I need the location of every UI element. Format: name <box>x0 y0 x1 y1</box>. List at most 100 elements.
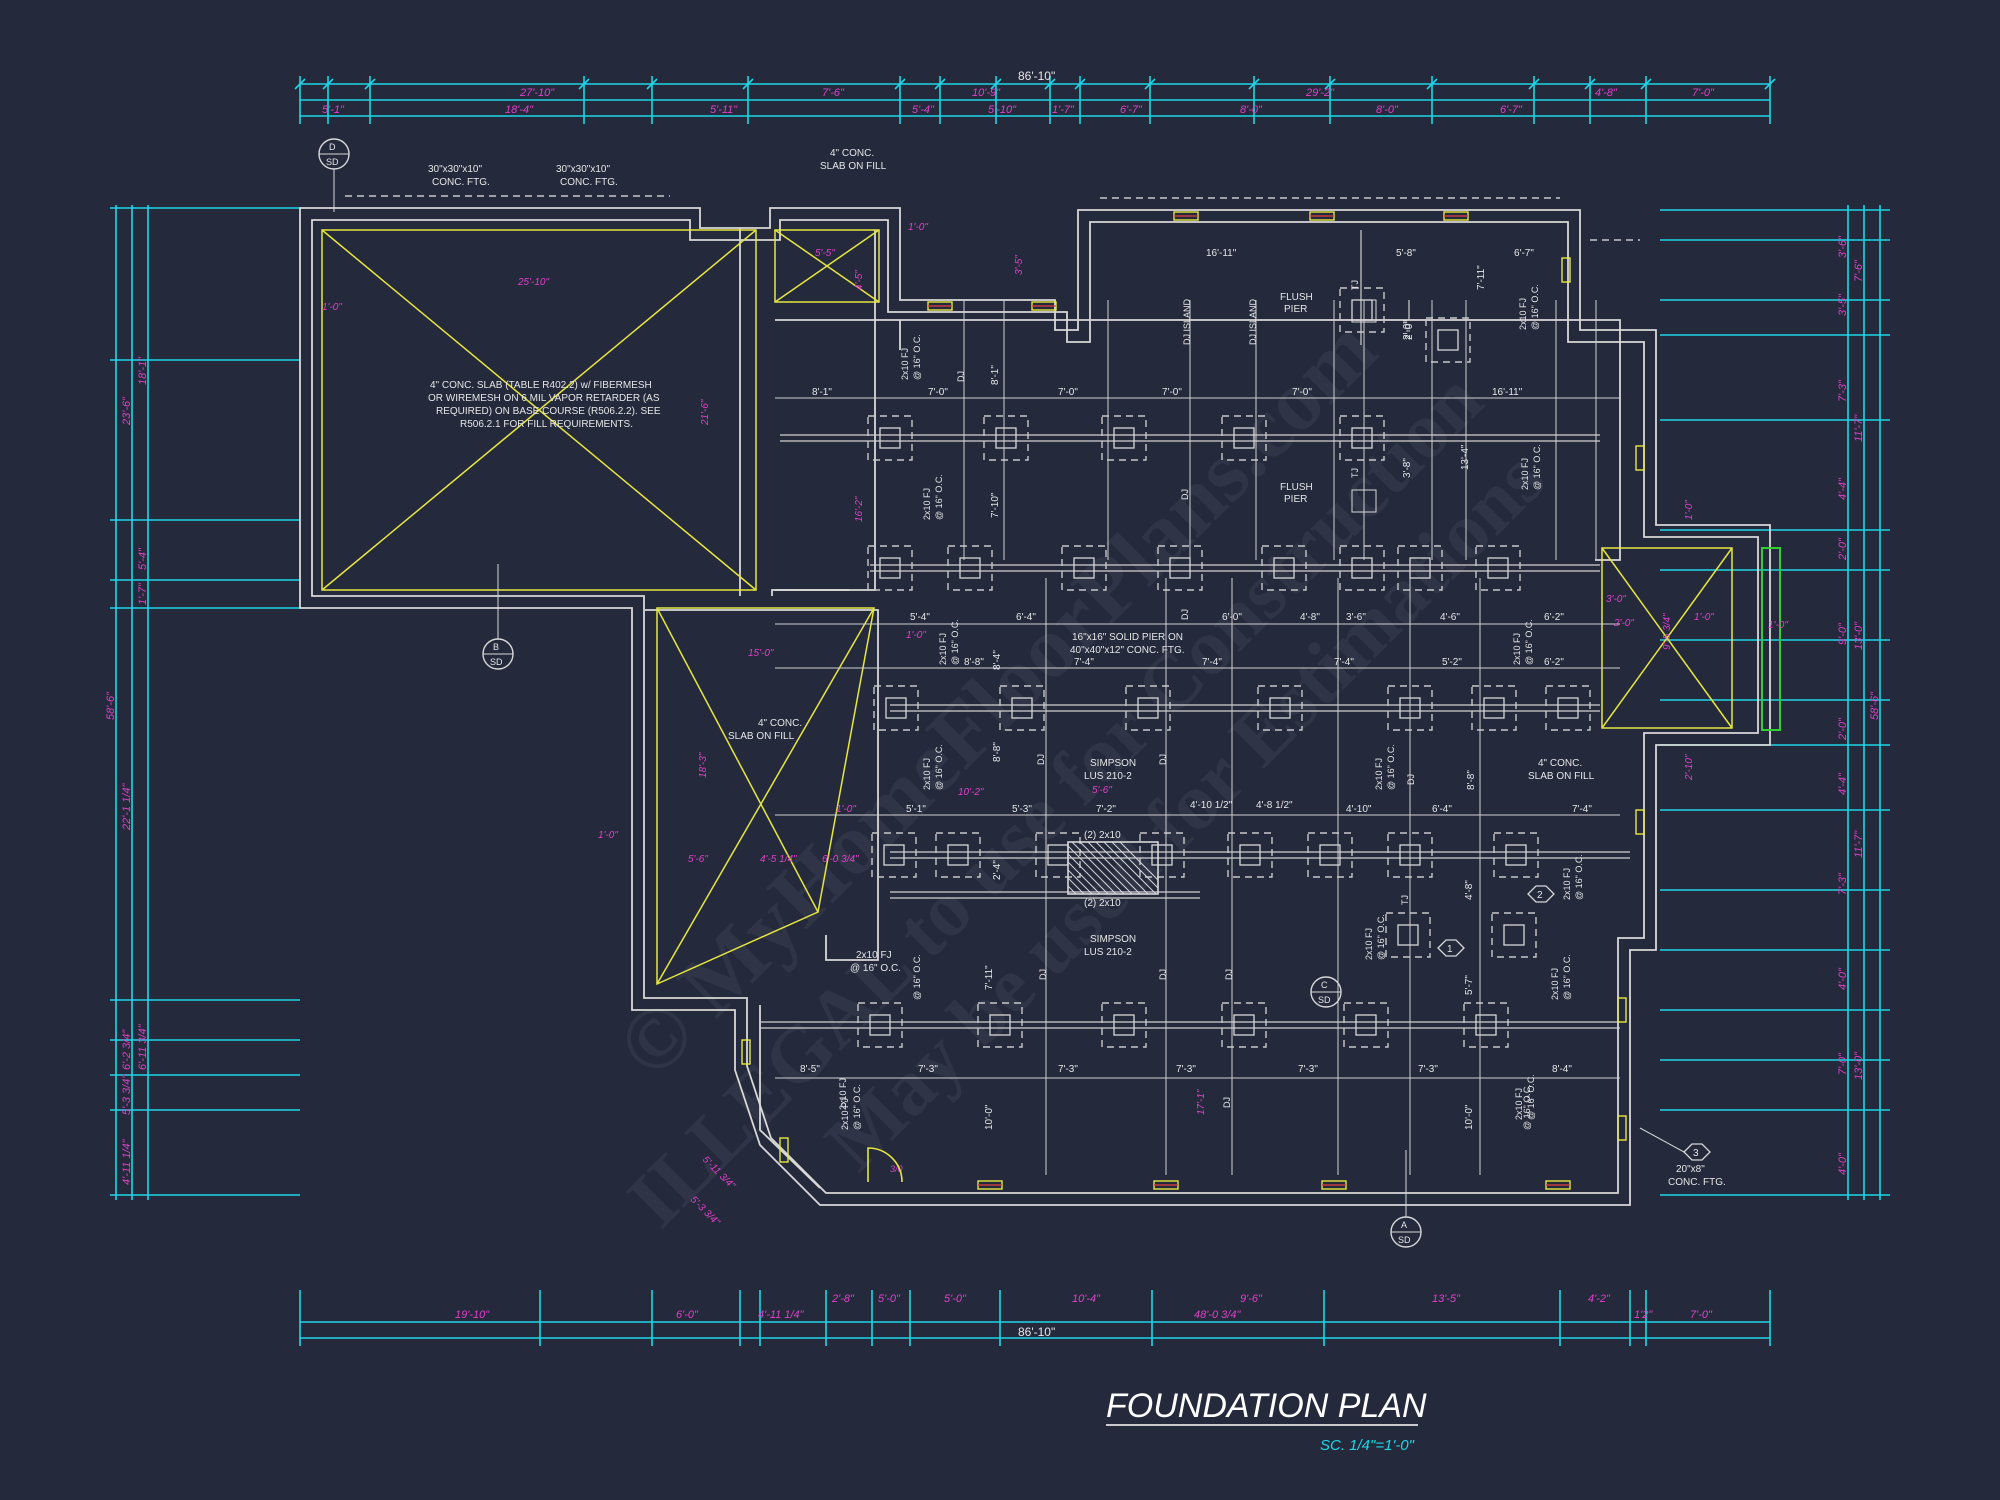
dim-right-overall: 58'-6" <box>1869 691 1881 720</box>
dim-bot-11: 9'-6" <box>1240 1293 1263 1305</box>
dim-top-15: 8'-0" <box>1376 104 1399 116</box>
pier-footing <box>1425 317 1471 363</box>
dim-left-3: 5'-4" <box>137 547 149 570</box>
dim-left-1: 23'-6" <box>121 396 133 426</box>
callout-2: 2 <box>1527 885 1555 903</box>
pier <box>1557 697 1579 719</box>
pier-footing <box>1339 287 1385 333</box>
dim-right-2: 7'-6" <box>1853 259 1865 282</box>
note-slab-mid-a: 4" CONC. <box>758 718 802 729</box>
tj-1: TJ <box>1350 280 1360 290</box>
dim-right-4: 7'-3" <box>1837 379 1849 402</box>
left-dimension-lines <box>110 205 300 1200</box>
pier <box>885 697 907 719</box>
dim-right-14: 4'-0" <box>1837 967 1849 990</box>
dim-left-4: 1'-7" <box>137 582 149 605</box>
pier <box>869 1014 891 1036</box>
note-door: 3/0 <box>890 1164 903 1174</box>
pier-footing <box>1101 1002 1147 1048</box>
note-ftg1-b: CONC. FTG. <box>432 177 490 188</box>
idim-m19: 2'-4" <box>992 860 1003 880</box>
dim-top-1: 27'-10" <box>519 87 555 99</box>
dim-tick-slash <box>578 78 590 90</box>
idim-a1: 8'-1" <box>812 387 832 398</box>
note-slab-top-a: 4" CONC. <box>830 148 874 159</box>
idim-m29: 1'-0" <box>906 630 926 641</box>
callout-c-bot: SD <box>1318 995 1331 1005</box>
callout-d-sd: D SD <box>318 138 350 212</box>
joist-lines <box>775 300 1620 1175</box>
idim-m1: 25'-10" <box>517 277 549 288</box>
fj-label-2a: 2x10 FJ <box>922 488 932 520</box>
hatch-line <box>1067 885 1077 895</box>
pier <box>1273 557 1295 579</box>
fj-label-13b: @ 16" O.C. <box>1526 1074 1536 1120</box>
idim-a3: 7'-0" <box>1058 387 1078 398</box>
pier-footing <box>1035 832 1081 878</box>
pier <box>1483 697 1505 719</box>
joist-labels: 2x10 FJ @ 16" O.C. 2x10 FJ @ 16" O.C. 2x… <box>838 280 1584 1130</box>
pier <box>1351 299 1373 321</box>
callout-a-bot: SD <box>1398 1235 1411 1245</box>
dim-tick-slash <box>1528 78 1540 90</box>
fj-label-7a: 2x10 FJ <box>1520 458 1530 490</box>
note-pier-a: 16"x16" SOLID PIER ON <box>1072 632 1183 643</box>
dim-tick-slash <box>742 78 754 90</box>
note-simpson1-b: LUS 210-2 <box>1084 771 1132 782</box>
dj-3: DJ <box>1180 609 1190 620</box>
dim-left-6: 6'-2 3/4" <box>121 1029 133 1070</box>
fj-label-1a: 2x10 FJ <box>900 348 910 380</box>
idim-e2: 7'-3" <box>918 1064 938 1075</box>
fj-label-7b: @ 16" O.C. <box>1532 444 1542 490</box>
dim-bot-6: 7'-0" <box>1690 1309 1713 1321</box>
dim-left-9: 4'-11 1/4" <box>121 1138 133 1185</box>
fj-label-15b: @ 16" O.C. <box>1530 284 1540 330</box>
plan-scale: SC. 1/4"=1'-0" <box>1320 1437 1415 1454</box>
dim-top-8: 18'-4" <box>505 104 534 116</box>
callout-1-num: 1 <box>1447 944 1453 955</box>
pier <box>1113 1014 1135 1036</box>
idim-d8: 7'-4" <box>1572 804 1592 815</box>
note-main-slab-1: 4" CONC. SLAB (TABLE R402.2) w/ FIBERMES… <box>430 380 652 391</box>
callout-d-top: D <box>329 142 336 152</box>
pier <box>1505 844 1527 866</box>
pier-footing <box>977 1002 1023 1048</box>
fj-label-11b: @ 16" O.C. <box>1574 854 1584 900</box>
pier-footing <box>935 832 981 878</box>
dim-bot-7: 2'-8" <box>831 1293 855 1305</box>
dj-island-2: DJ ISLAND <box>1248 298 1258 345</box>
pier-footing <box>999 685 1045 731</box>
idim-m31: 1'-0" <box>598 830 618 841</box>
left-dim-labels: 58'-6" 23'-6" 18'-1" 5'-4" 1'-7" 22'-1 1… <box>105 356 149 1185</box>
dim-right-10: 2'-0" <box>1837 717 1849 741</box>
fj-label-10a: 2x10 FJ <box>1364 928 1374 960</box>
dim-tick-slash <box>990 78 1002 90</box>
vent <box>779 1137 789 1163</box>
pier-footing <box>1475 545 1521 591</box>
dj-island-1: DJ ISLAND <box>1182 298 1192 345</box>
dim-bot-12: 13'-5" <box>1432 1293 1461 1305</box>
note-ftg3-a: 20"x8" <box>1676 1164 1705 1175</box>
dj-8: DJ <box>1224 969 1234 980</box>
dim-right-6: 4'-4" <box>1837 477 1849 500</box>
note-main-slab-2: OR WIREMESH ON 6 MIL VAPOR RETARDER (AS <box>428 393 660 404</box>
pier <box>1169 557 1191 579</box>
idim-m11: 8'-1" <box>990 365 1001 385</box>
dim-tick-slash <box>934 78 946 90</box>
pier <box>1397 924 1419 946</box>
fj-label-3a: 2x10 FJ <box>938 633 948 665</box>
dim-bot-2: 6'-0" <box>676 1309 699 1321</box>
pier-footing <box>867 545 913 591</box>
pier-footing <box>1307 832 1353 878</box>
idim-b7: 6'-2" <box>1544 612 1564 623</box>
note-ftg1-a: 30"x30"x10" <box>428 164 482 175</box>
pier-footing <box>867 415 913 461</box>
interior-dims: 8'-1" 7'-0" 7'-0" 7'-0" 7'-0" 16'-11" 5'… <box>800 248 1592 1075</box>
tj-2: TJ <box>1350 468 1360 478</box>
fj-label-9b: @ 16" O.C. <box>1386 744 1396 790</box>
pier <box>883 844 905 866</box>
dim-tick-slash <box>294 78 306 90</box>
dim-bot-4: 48'-0 3/4" <box>1194 1309 1241 1321</box>
idim-top1: 16'-11" <box>1206 248 1237 259</box>
